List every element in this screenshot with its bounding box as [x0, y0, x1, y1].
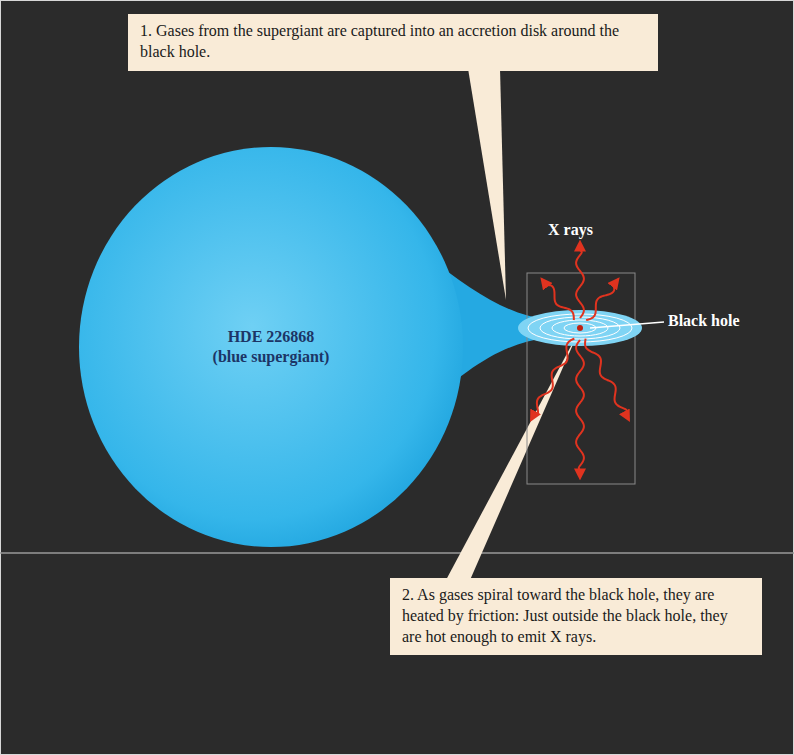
x-ray-label: X rays: [548, 221, 593, 239]
x-ray-arrow: [576, 242, 584, 318]
callout-pointer: [468, 69, 506, 300]
callout-box: 1. Gases from the supergiant are capture…: [128, 14, 658, 71]
x-ray-arrow: [531, 339, 574, 420]
star-outline: [78, 146, 464, 548]
divider-line: [0, 552, 794, 554]
callout-text: 2. As gases spiral toward the black hole…: [402, 585, 750, 647]
star-name: HDE 226868: [228, 327, 315, 347]
black-hole-label: Black hole: [668, 312, 740, 330]
supergiant-star: HDE 226868(blue supergiant): [78, 146, 464, 548]
star-body: [79, 147, 463, 547]
star-type: (blue supergiant): [213, 347, 330, 367]
leader-line: [590, 322, 664, 328]
x-ray-arrow: [586, 279, 618, 320]
x-ray-arrow: [542, 279, 574, 320]
callout-text: 1. Gases from the supergiant are capture…: [140, 21, 646, 63]
x-ray-arrow: [585, 339, 629, 420]
x-ray-arrows: [531, 242, 629, 478]
x-ray-arrow: [576, 340, 584, 478]
callout-box: 2. As gases spiral toward the black hole…: [390, 578, 762, 655]
